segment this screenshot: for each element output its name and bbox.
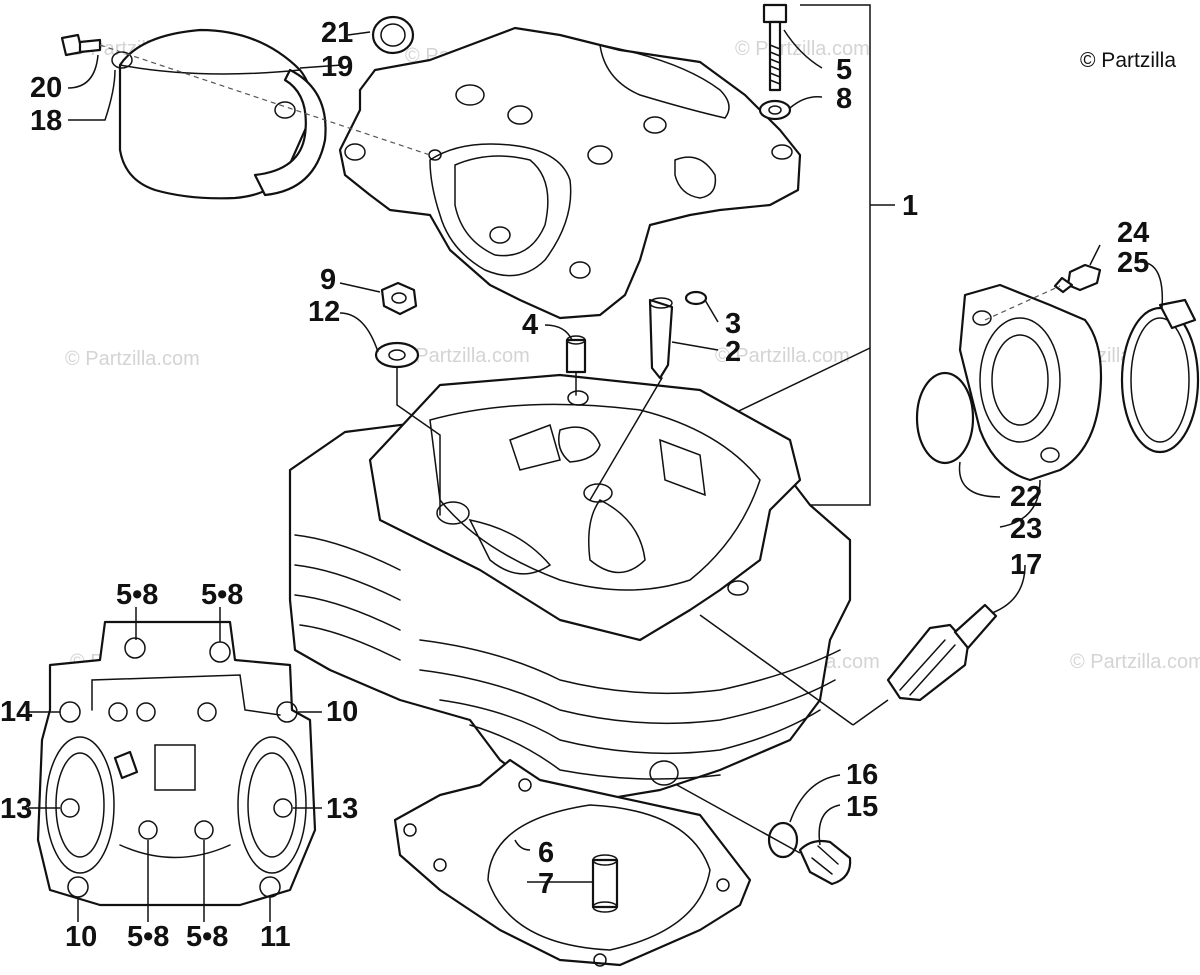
washer-part-12: [374, 341, 420, 369]
callout-13: 13: [326, 793, 358, 825]
tube-part-2: [648, 297, 674, 380]
washer-part-8: [758, 99, 792, 121]
o-ring-part-22: [915, 371, 975, 465]
callout-23: 23: [1010, 513, 1042, 545]
callout-3: 3: [725, 308, 741, 340]
callout-25: 25: [1117, 247, 1149, 279]
intake-adapter-part-23: [958, 283, 1103, 482]
callout-16: 16: [846, 759, 878, 791]
bolt-part-24: [1053, 263, 1102, 294]
head-bottom-view: [36, 620, 317, 907]
callout-14: 14: [0, 696, 32, 728]
plug-part-21: [371, 15, 415, 55]
plug-part-15: [798, 839, 852, 886]
watermark-text: © Partzilla.com: [735, 38, 870, 60]
spark-plug-part-17: [886, 603, 998, 702]
callout-12: 12: [308, 296, 340, 328]
gasket-part-19: [253, 68, 327, 197]
o-ring-part-3: [684, 290, 708, 306]
dowel-part-4: [565, 335, 587, 374]
watermark-text: © Partzilla.com: [1070, 651, 1200, 673]
watermark-text: © Partzilla.com: [715, 345, 850, 367]
callout-9: 9: [320, 264, 336, 296]
clamp-part-25: [1120, 298, 1200, 454]
callout-5-8: 5•8: [116, 579, 158, 611]
callout-15: 15: [846, 791, 878, 823]
callout-1: 1: [902, 190, 918, 222]
alignment-line: [99, 44, 431, 156]
callout-24: 24: [1117, 217, 1149, 249]
callout-10: 10: [65, 921, 97, 953]
callout-22: 22: [1010, 481, 1042, 513]
dowel-part-7: [591, 854, 619, 913]
watermark-text: © Partzilla.com: [395, 345, 530, 367]
washer-part-16: [767, 821, 799, 859]
assembly-bracket: [800, 4, 871, 506]
callout-13: 13: [0, 793, 32, 825]
callout-labels: 21 19 20 18 5 8 1 9 12 4 3 2 24 25 22 23…: [0, 17, 1149, 953]
callout-20: 20: [30, 72, 62, 104]
callout-6: 6: [538, 837, 554, 869]
nut-part-9: [380, 281, 418, 316]
callout-21: 21: [321, 17, 353, 49]
bolt-part-20: [60, 33, 102, 57]
callout-19: 19: [321, 51, 353, 83]
callout-5: 5: [836, 54, 852, 86]
callout-5-8: 5•8: [127, 921, 169, 953]
watermark-text: © Partzilla.com: [65, 348, 200, 370]
bolt-part-5: [762, 3, 788, 92]
callout-2: 2: [725, 336, 741, 368]
valve-cover: [338, 26, 802, 320]
callout-18: 18: [30, 105, 62, 137]
callout-5-8: 5•8: [201, 579, 243, 611]
leader-lines: [28, 29, 1164, 922]
callout-8: 8: [836, 83, 852, 115]
head-gasket-part-6: [393, 758, 752, 967]
callout-10: 10: [326, 696, 358, 728]
callout-11: 11: [260, 921, 291, 953]
callout-4: 4: [522, 309, 538, 341]
cylinder-head: [288, 373, 852, 802]
callout-7: 7: [538, 868, 554, 900]
copyright-text: © Partzilla: [1080, 49, 1176, 72]
callout-5-8: 5•8: [186, 921, 228, 953]
callout-17: 17: [1010, 549, 1042, 581]
